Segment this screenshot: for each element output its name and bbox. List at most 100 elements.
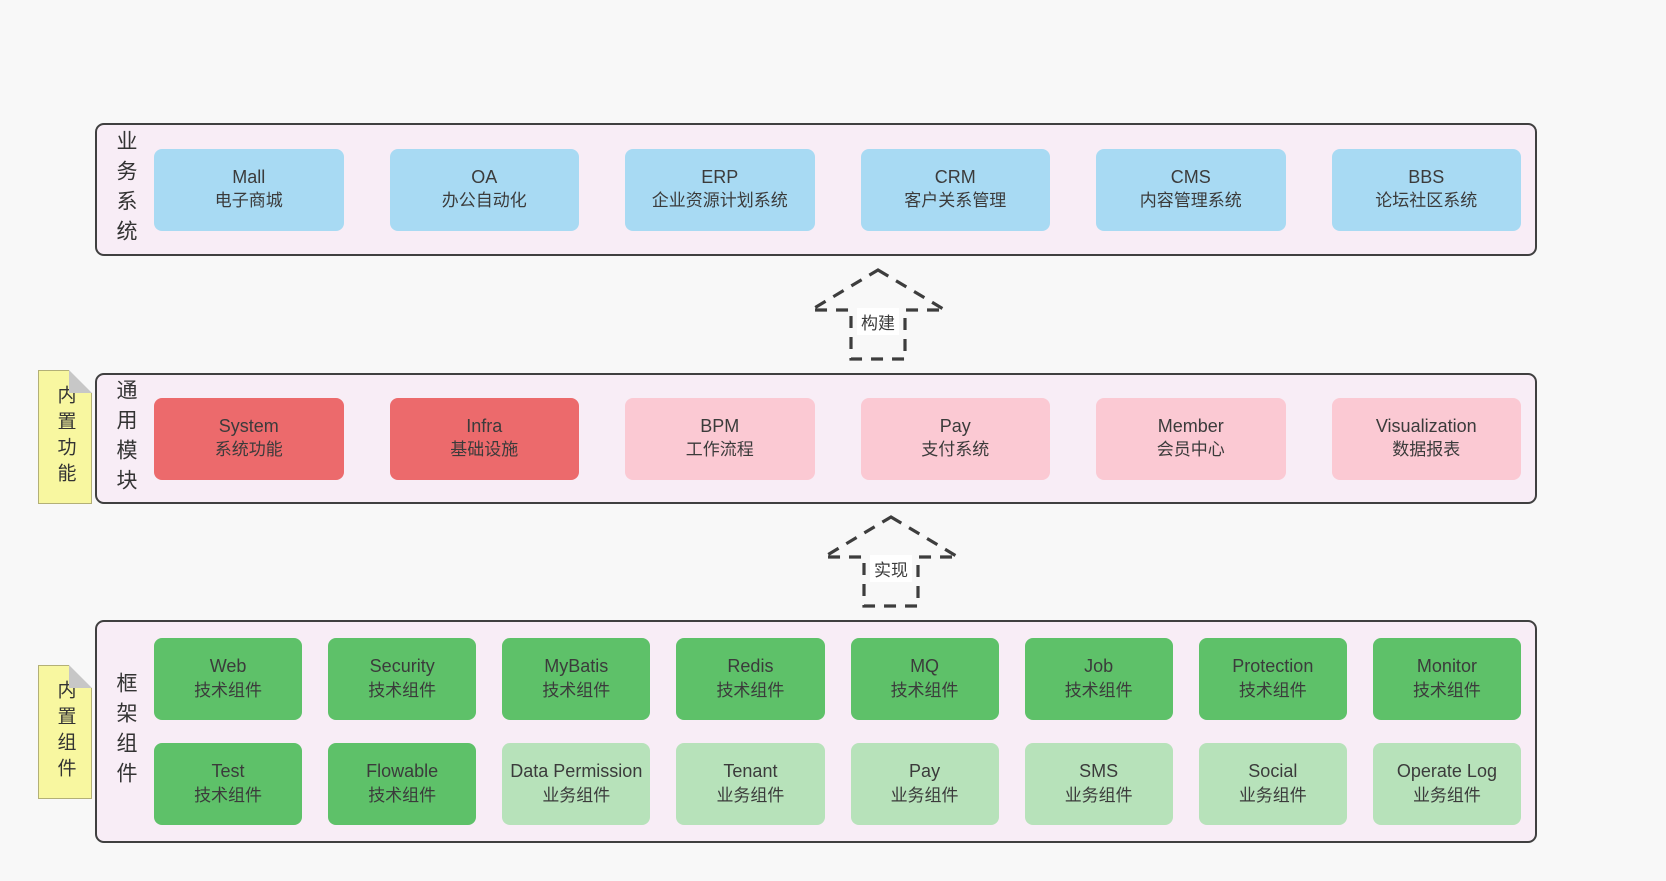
box-subtitle: 业务组件	[1064, 785, 1133, 805]
module-box-social: Social 业务组件	[1198, 743, 1347, 825]
box-subtitle: 论坛社区系统	[1375, 191, 1478, 211]
box-subtitle: 内容管理系统	[1139, 191, 1242, 211]
module-box-mybatis: MyBatis 技术组件	[502, 638, 651, 720]
box-subtitle: 支付系统	[921, 440, 990, 460]
dashed-up-arrow-icon	[820, 515, 962, 608]
module-box-infra: Infra 基础设施	[389, 397, 579, 480]
section-label-col: 框架组件	[97, 622, 154, 841]
module-box-pay: Pay 业务组件	[850, 743, 999, 825]
section-title: 框架组件	[114, 671, 137, 792]
module-box-bpm: BPM 工作流程	[625, 397, 815, 480]
box-title: Visualization	[1375, 415, 1477, 436]
box-title: CRM	[934, 166, 976, 187]
section-common-modules: 通用模块 System 系统功能 Infra 基础设施 BPM 工作流程 Pay 支付系统 Me…	[95, 373, 1537, 504]
box-title: Pay	[909, 761, 941, 782]
box-title: Web	[209, 656, 247, 677]
box-title: BPM	[700, 415, 740, 436]
box-subtitle: 技术组件	[542, 680, 611, 700]
box-title: Member	[1157, 415, 1224, 436]
box-subtitle: 技术组件	[368, 680, 437, 700]
box-subtitle: 业务组件	[1412, 785, 1481, 805]
module-box-cms: CMS 内容管理系统	[1096, 148, 1286, 231]
arrow-build: 构建	[807, 266, 949, 364]
box-title: Infra	[466, 415, 503, 436]
arrow-implement: 实现	[820, 513, 962, 611]
box-subtitle: 技术组件	[1238, 680, 1307, 700]
box-subtitle: 技术组件	[890, 680, 959, 700]
box-row: System 系统功能 Infra 基础设施 BPM 工作流程 Pay 支付系统 Member 会…	[154, 397, 1521, 480]
box-subtitle: 电子商城	[214, 191, 283, 211]
module-box-sms: SMS 业务组件	[1024, 743, 1173, 825]
box-title: Monitor	[1416, 656, 1477, 677]
box-title: CMS	[1170, 166, 1211, 187]
module-box-security: Security 技术组件	[328, 638, 477, 720]
section-title: 通用模块	[114, 378, 137, 499]
box-title: System	[218, 415, 279, 436]
box-subtitle: 业务组件	[890, 785, 959, 805]
box-subtitle: 业务组件	[542, 785, 611, 805]
box-subtitle: 会员中心	[1156, 440, 1225, 460]
dashed-up-arrow-icon	[807, 268, 949, 361]
section-rows: System 系统功能 Infra 基础设施 BPM 工作流程 Pay 支付系统 Member 会…	[154, 375, 1535, 502]
box-title: Data Permission	[510, 761, 643, 782]
module-box-tenant: Tenant 业务组件	[676, 743, 825, 825]
sticky-tab-built-in-components: 内置组件	[38, 665, 92, 799]
box-title: Flowable	[366, 761, 439, 782]
box-subtitle: 技术组件	[1412, 680, 1481, 700]
module-box-job: Job 技术组件	[1024, 638, 1173, 720]
section-title: 业务系统	[114, 129, 137, 250]
module-box-test: Test 技术组件	[154, 743, 303, 825]
module-box-mall: Mall 电子商城	[154, 148, 344, 231]
box-row: Mall 电子商城 OA 办公自动化 ERP 企业资源计划系统 CRM 客户关系管理 CMS 内容…	[154, 148, 1521, 231]
module-box-pay: Pay 支付系统	[860, 397, 1050, 480]
sticky-tab-built-in-features: 内置功能	[38, 370, 92, 504]
box-title: Pay	[939, 415, 971, 436]
sticky-tab-label: 内置功能	[54, 385, 76, 489]
module-box-oa: OA 办公自动化	[389, 148, 579, 231]
box-subtitle: 技术组件	[194, 785, 263, 805]
sticky-tab-label: 内置组件	[54, 680, 76, 784]
box-subtitle: 客户关系管理	[904, 191, 1007, 211]
module-box-visualization: Visualization 数据报表	[1331, 397, 1521, 480]
section-label-col: 通用模块	[97, 375, 154, 502]
box-title: OA	[471, 166, 498, 187]
module-box-crm: CRM 客户关系管理	[860, 148, 1050, 231]
module-box-bbs: BBS 论坛社区系统	[1331, 148, 1521, 231]
box-title: Mall	[232, 166, 266, 187]
box-title: MyBatis	[544, 656, 609, 677]
module-box-monitor: Monitor 技术组件	[1372, 638, 1521, 720]
box-title: Social	[1248, 761, 1298, 782]
box-title: Job	[1084, 656, 1114, 677]
box-subtitle: 系统功能	[214, 440, 283, 460]
box-subtitle: 企业资源计划系统	[651, 191, 788, 211]
module-box-erp: ERP 企业资源计划系统	[625, 148, 815, 231]
module-box-data-permission: Data Permission 业务组件	[502, 743, 651, 825]
box-title: ERP	[701, 166, 739, 187]
section-rows: Mall 电子商城 OA 办公自动化 ERP 企业资源计划系统 CRM 客户关系管理 CMS 内容…	[154, 125, 1535, 254]
box-subtitle: 技术组件	[1064, 680, 1133, 700]
section-label-col: 业务系统	[97, 125, 154, 254]
module-box-protection: Protection 技术组件	[1198, 638, 1347, 720]
box-subtitle: 基础设施	[450, 440, 519, 460]
arrow-implement-label: 实现	[870, 555, 912, 582]
box-title: SMS	[1079, 761, 1119, 782]
box-title: Tenant	[723, 761, 778, 782]
box-title: BBS	[1408, 166, 1445, 187]
box-title: Security	[369, 656, 435, 677]
box-subtitle: 工作流程	[685, 440, 754, 460]
box-title: Protection	[1232, 656, 1314, 677]
box-title: MQ	[910, 656, 940, 677]
box-subtitle: 数据报表	[1392, 440, 1461, 460]
box-subtitle: 业务组件	[716, 785, 785, 805]
box-subtitle: 办公自动化	[441, 191, 527, 211]
box-subtitle: 业务组件	[1238, 785, 1307, 805]
box-title: Test	[211, 761, 245, 782]
section-business-systems: 业务系统 Mall 电子商城 OA 办公自动化 ERP 企业资源计划系统 CRM 客户关系管理…	[95, 123, 1537, 256]
